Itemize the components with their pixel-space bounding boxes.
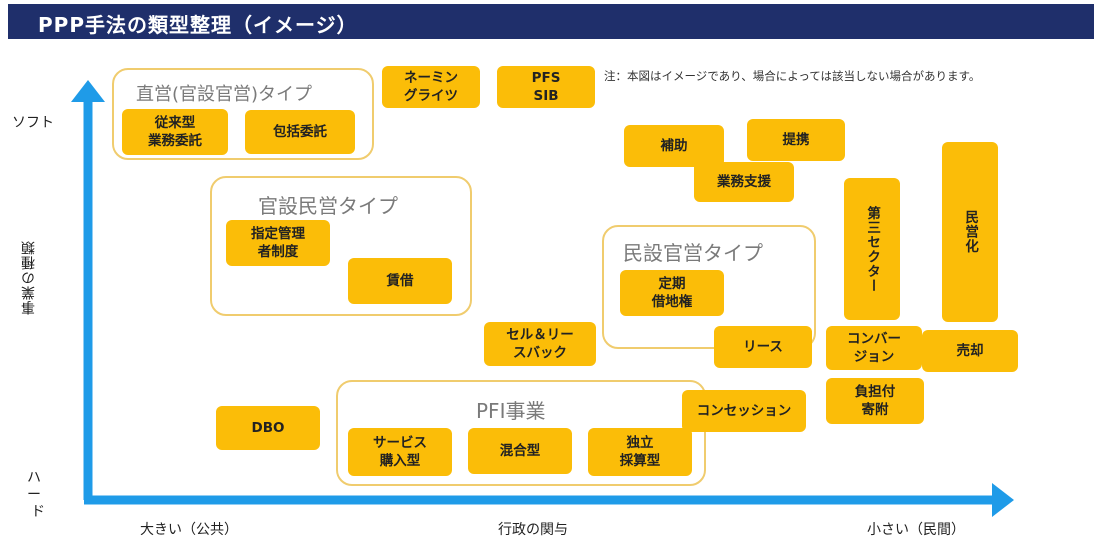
y-axis-label: 事業の種類 <box>21 240 37 315</box>
x-axis-right-label: 小さい（民間） <box>867 522 965 538</box>
box-chintai: 賃借 <box>348 258 452 304</box>
group-pfi-title: PFI事業 <box>476 399 546 423</box>
box-houkatsu-itaku: 包括委託 <box>245 110 355 154</box>
x-axis-arrowhead <box>992 483 1014 517</box>
box-juurai-itaku: 従来型 業務委託 <box>122 109 228 155</box>
y-axis-arrowhead <box>71 80 105 102</box>
group-pfi <box>336 380 706 486</box>
box-teiki-shakuchiken: 定期 借地権 <box>620 270 724 316</box>
box-dokuritsu-saisan: 独立 採算型 <box>588 428 692 476</box>
box-conversion: コンバー ジョン <box>826 326 922 370</box>
box-naming-rights: ネーミン グライツ <box>382 66 480 108</box>
box-mineika: 民営化 <box>942 142 998 322</box>
box-hojo: 補助 <box>624 125 724 167</box>
group-chokuei-title: 直営(官設官営)タイプ <box>136 84 313 105</box>
y-axis-top-label: ソフト <box>12 115 54 131</box>
group-kansetsu-minei-title: 官設民営タイプ <box>258 194 398 218</box>
page-title: PPP手法の類型整理（イメージ） <box>38 13 358 37</box>
group-minsetsu-kanei-title: 民設官営タイプ <box>623 241 763 265</box>
x-axis-left-label: 大きい（公共） <box>140 522 238 538</box>
note-text: 注：本図はイメージであり、場合によっては該当しない場合があります。 <box>604 69 981 83</box>
title-bar: PPP手法の類型整理（イメージ） <box>8 4 1094 39</box>
group-minsetsu-kanei <box>602 225 816 349</box>
box-daisan-sector: 第三セクター <box>844 178 900 320</box>
box-dbo: DBO <box>216 406 320 450</box>
group-kansetsu-minei <box>210 176 472 316</box>
x-axis-center-label: 行政の関与 <box>498 522 568 538</box>
box-kongo: 混合型 <box>468 428 572 474</box>
box-concession: コンセッション <box>682 390 806 432</box>
box-teikei: 提携 <box>747 119 845 161</box>
box-futantsuki-kifu: 負担付 寄附 <box>826 378 924 424</box>
y-axis-bottom-label-line2: ド <box>31 503 45 520</box>
box-lease: リース <box>714 326 812 368</box>
box-gyomu-shien: 業務支援 <box>694 162 794 202</box>
group-chokuei <box>112 68 374 160</box>
box-shitei-kanri: 指定管理 者制度 <box>226 220 330 266</box>
box-baikyaku: 売却 <box>922 330 1018 372</box>
y-axis-bottom-label-line1: ハー <box>27 470 41 503</box>
y-axis-bottom-label: ハー ド <box>27 470 47 520</box>
box-service-konyu: サービス 購入型 <box>348 428 452 476</box>
box-pfs-sib: PFS SIB <box>497 66 595 108</box>
box-sale-leaseback: セル＆リー スバック <box>484 322 596 366</box>
